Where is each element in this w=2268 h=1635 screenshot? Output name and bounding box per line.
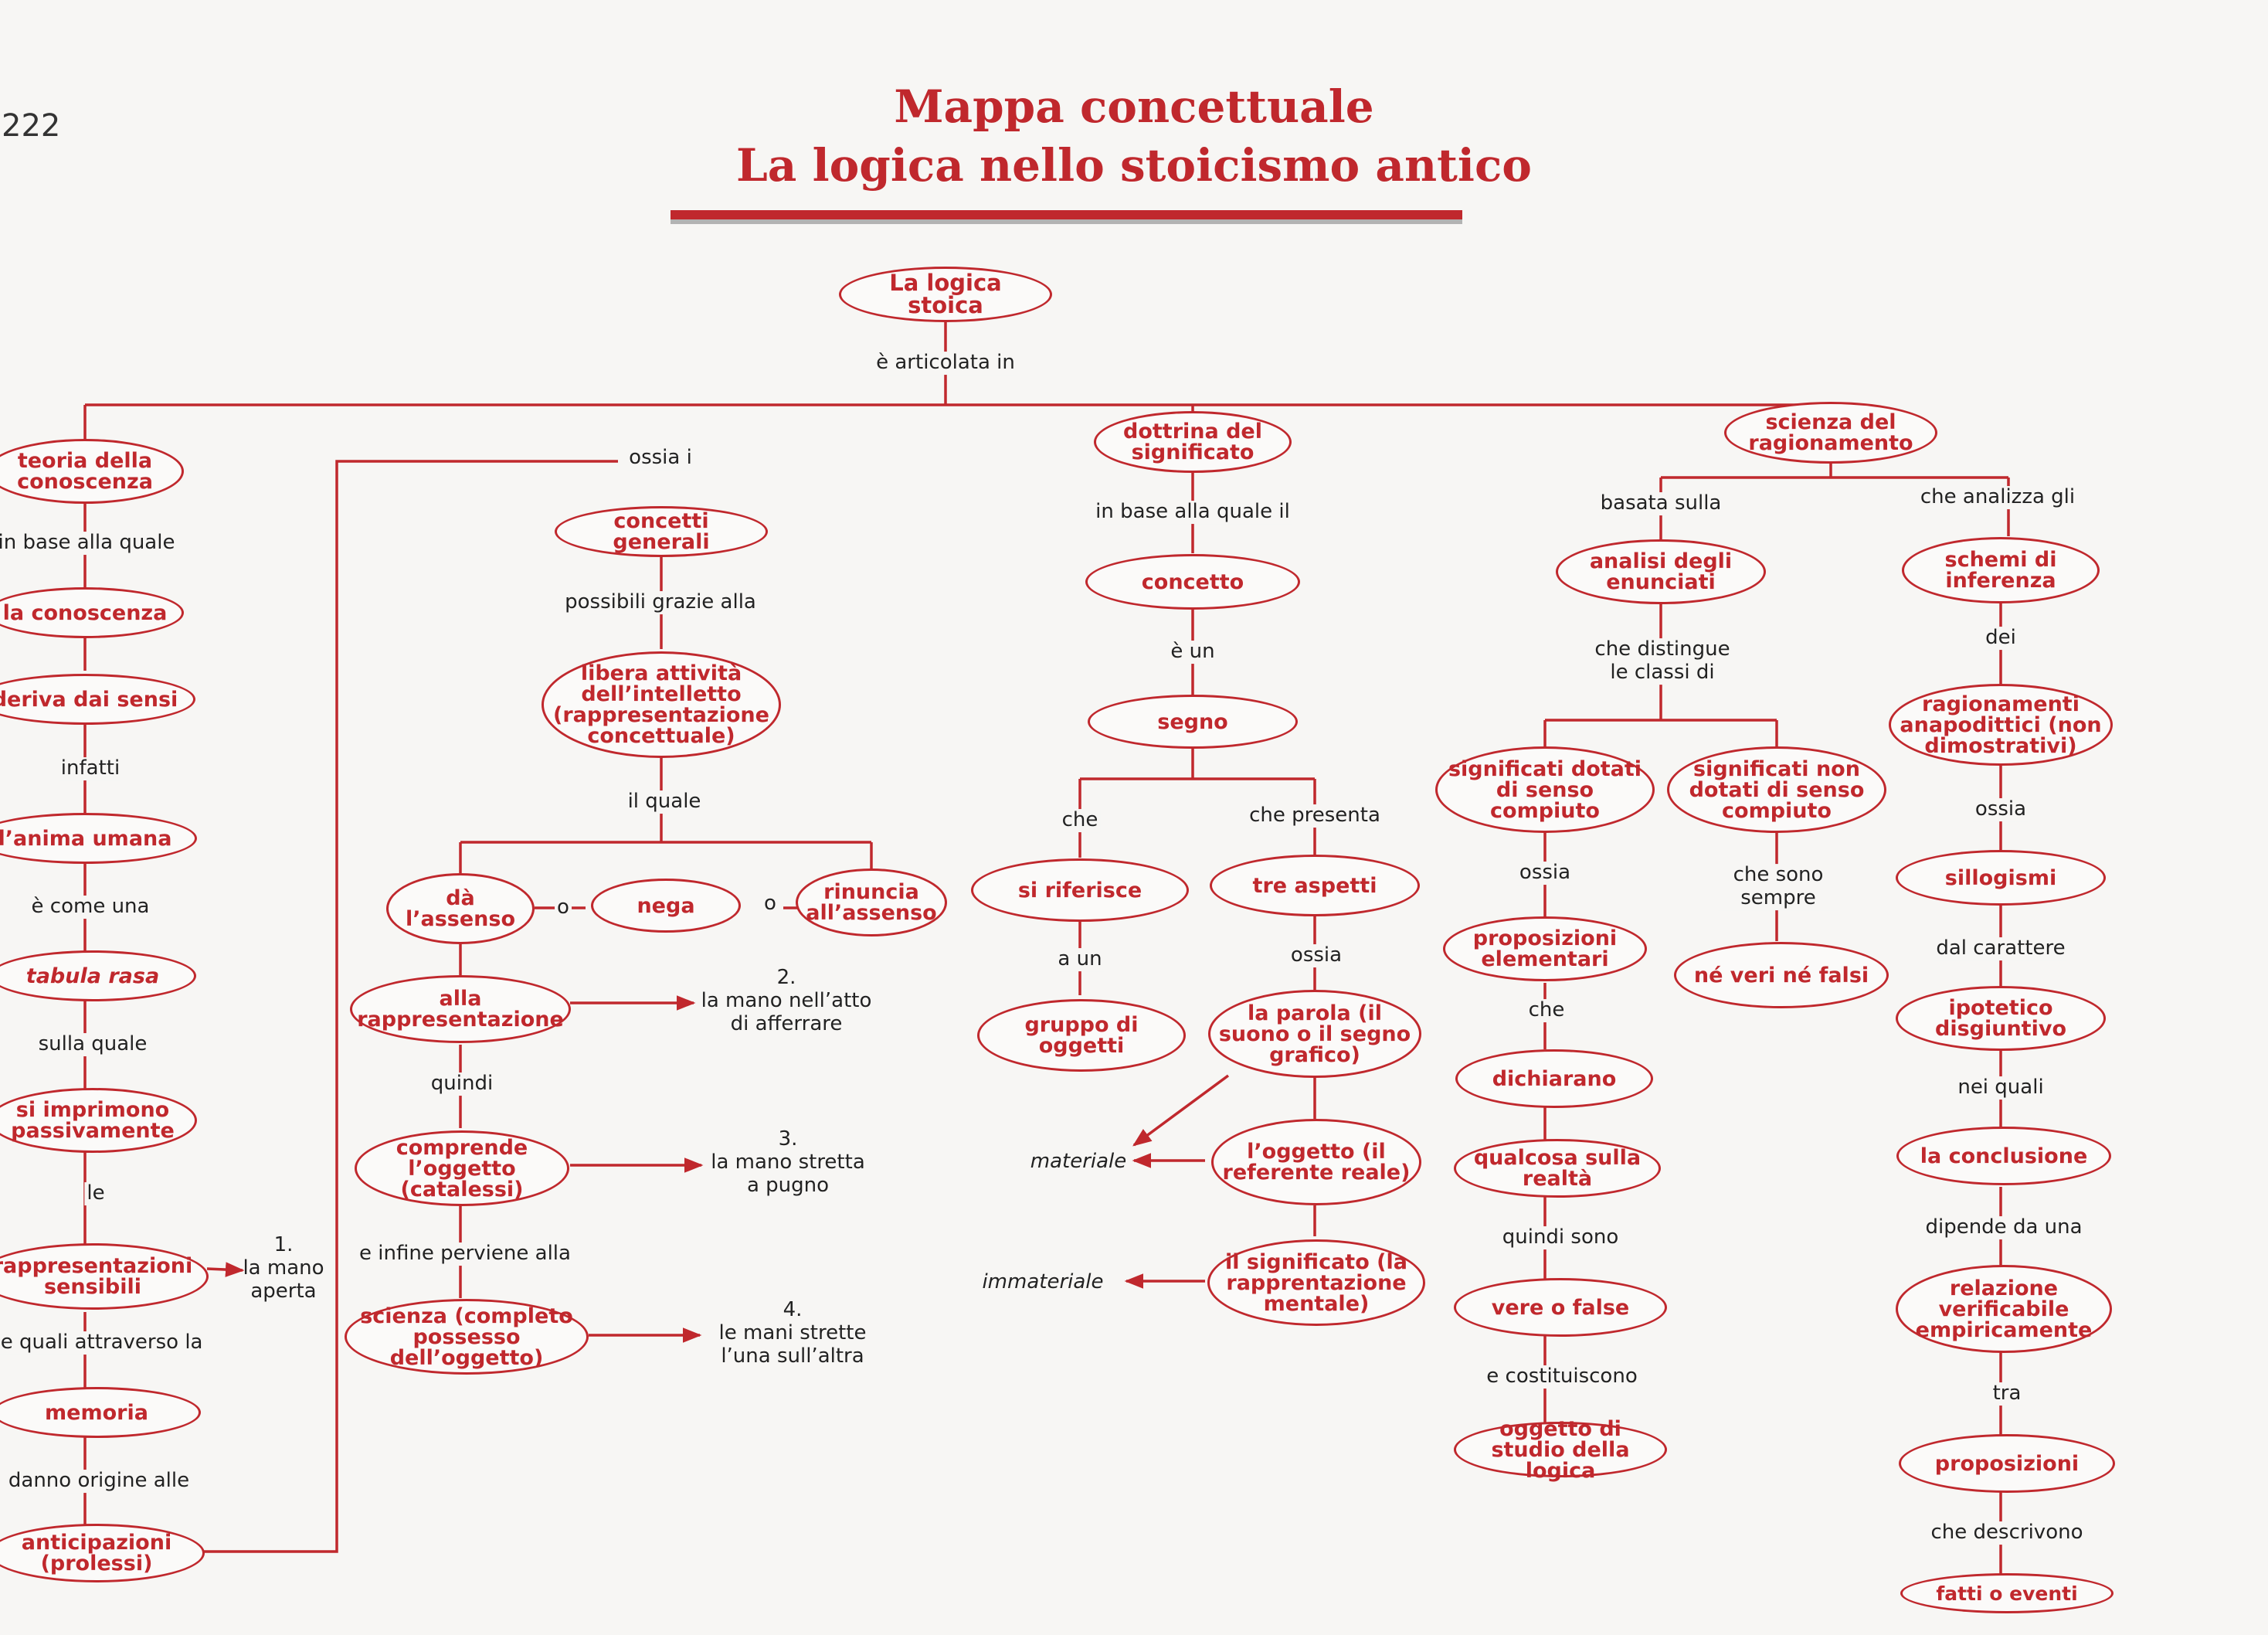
note-1: 1. la mano aperta	[243, 1233, 324, 1303]
node-concetti: concetti generali	[555, 506, 768, 557]
label-che-prop: che	[1526, 998, 1567, 1022]
label-ossia-sill: ossia	[1972, 797, 2029, 821]
label-le: le	[84, 1181, 107, 1205]
label-ossia-tre: ossia	[1288, 943, 1345, 967]
label-il-quale: il quale	[625, 790, 704, 814]
label-tra: tra	[1990, 1382, 2024, 1406]
label-che-distingue: che distingue le classi di	[1587, 637, 1738, 685]
label-dal-carattere: dal carattere	[1934, 936, 2068, 960]
node-sillogismi: sillogismi	[1896, 850, 2106, 906]
label-o-1: o	[555, 896, 572, 919]
node-prop-elem: proposizioni elementari	[1443, 916, 1647, 981]
node-conoscenza: la conoscenza	[0, 587, 184, 638]
node-oggetto-studio: oggetto di studio della logica	[1454, 1419, 1667, 1481]
label-che-analizza: che analizza gli	[1917, 485, 2078, 509]
label-ossia-prop: ossia	[1516, 861, 1574, 885]
node-rappr-sens: rappresentazioni sensibili	[0, 1243, 209, 1310]
label-possibili: possibili grazie alla	[562, 590, 759, 614]
node-scienza-rag: scienza del ragionamento	[1724, 402, 1937, 464]
label-dei: dei	[1983, 626, 2018, 650]
label-articolata: è articolata in	[874, 351, 1017, 375]
node-teoria: teoria della conoscenza	[0, 439, 184, 504]
node-da-assenso: dà l’assenso	[386, 873, 535, 944]
label-in-base-quale: in base alla quale	[0, 531, 178, 555]
node-ipotetico: ipotetico disgiuntivo	[1896, 986, 2106, 1051]
label-sulla-quale: sulla quale	[36, 1032, 150, 1056]
label-dipende: dipende da una	[1923, 1215, 2085, 1239]
label-danno-origine: danno origine alle	[5, 1469, 192, 1493]
label-che-presenta: che presenta	[1247, 804, 1383, 828]
note-4: 4. le mani strette l’una sull’altra	[718, 1298, 867, 1368]
label-che-descrivono: che descrivono	[1928, 1521, 2086, 1545]
node-conclusione: la conclusione	[1896, 1127, 2111, 1185]
label-infatti: infatti	[58, 756, 123, 780]
node-deriva: deriva dai sensi	[0, 674, 195, 725]
node-gruppo: gruppo di oggetti	[977, 999, 1186, 1072]
label-quindi: quindi	[428, 1072, 496, 1096]
node-proposizioni: proposizioni	[1899, 1434, 2115, 1493]
node-segno: segno	[1088, 695, 1298, 749]
node-scienza-poss: scienza (completo possesso dell’oggetto)	[345, 1299, 589, 1375]
label-quali-attraverso: le quali attraverso la	[0, 1331, 205, 1355]
label-nei-quali: nei quali	[1955, 1076, 2046, 1100]
label-immateriale: immateriale	[982, 1270, 1104, 1294]
label-in-base-quale-il: in base alla quale il	[1093, 500, 1292, 524]
node-fatti: fatti o eventi	[1900, 1573, 2114, 1613]
label-come-una: è come una	[29, 895, 152, 919]
node-qualcosa: qualcosa sulla realtà	[1454, 1139, 1661, 1198]
node-tre-aspetti: tre aspetti	[1210, 855, 1420, 916]
label-a-un: a un	[1055, 947, 1105, 971]
node-libera: libera attività dell’intelletto (rappres…	[542, 651, 781, 758]
node-dichiarano: dichiarano	[1455, 1049, 1653, 1108]
node-root: La logica stoica	[839, 267, 1052, 322]
node-alla-rappr: alla rappresentazione	[350, 975, 571, 1043]
label-materiale: materiale	[1030, 1150, 1127, 1174]
node-analisi: analisi degli enunciati	[1556, 539, 1766, 604]
note-3: 3. la mano stretta a pugno	[711, 1127, 865, 1197]
node-nega: nega	[591, 879, 741, 933]
node-riferisce: si riferisce	[971, 858, 1189, 922]
node-sign-non: significati non dotati di senso compiuto	[1667, 746, 1886, 833]
label-quindi-sono: quindi sono	[1499, 1225, 1621, 1249]
title-underline	[671, 210, 1462, 219]
page-number: 222	[2, 108, 61, 144]
label-o-2: o	[762, 892, 779, 916]
node-memoria: memoria	[0, 1387, 201, 1438]
node-relazione: relazione verificabile empiricamente	[1896, 1265, 2112, 1353]
node-oggetto-ref: l’oggetto (il referente reale)	[1211, 1119, 1421, 1205]
node-rinuncia: rinuncia all’assenso	[796, 868, 947, 936]
node-anticipazioni: anticipazioni (prolessi)	[0, 1524, 205, 1582]
label-che-sono-sempre: che sono sempre	[1718, 863, 1839, 910]
node-tabula: tabula rasa	[0, 950, 196, 1001]
node-ne-veri: né veri né falsi	[1674, 942, 1889, 1008]
label-che: che	[1059, 808, 1101, 832]
note-2: 2. la mano nell’atto di afferrare	[701, 966, 872, 1035]
node-ragionamenti: ragionamenti anapodittici (non dimostrat…	[1889, 684, 2113, 766]
node-vere-false: vere o false	[1454, 1278, 1667, 1337]
node-dottrina: dottrina del significato	[1094, 411, 1292, 473]
label-ossia-i: ossia i	[626, 446, 694, 470]
label-costituiscono: e costituiscono	[1484, 1365, 1640, 1389]
node-comprende: comprende l’oggetto (catalessi)	[355, 1130, 569, 1206]
node-concetto: concetto	[1085, 554, 1300, 610]
node-anima: l’anima umana	[0, 813, 197, 864]
title-line-2: La logica nello stoicismo antico	[736, 139, 1532, 192]
title-line-1: Mappa concettuale	[894, 80, 1374, 133]
label-basata-sulla: basata sulla	[1597, 491, 1724, 515]
node-significato: il significato (la rapprentazione mental…	[1207, 1239, 1425, 1326]
node-imprimono: si imprimono passivamente	[0, 1088, 197, 1153]
label-infine: e infine perviene alla	[357, 1242, 573, 1266]
node-parola: la parola (il suono o il segno grafico)	[1208, 990, 1421, 1078]
node-sign-dotati: significati dotati di senso compiuto	[1435, 746, 1655, 833]
node-schemi: schemi di inferenza	[1902, 537, 2100, 603]
label-e-un: è un	[1168, 640, 1217, 664]
